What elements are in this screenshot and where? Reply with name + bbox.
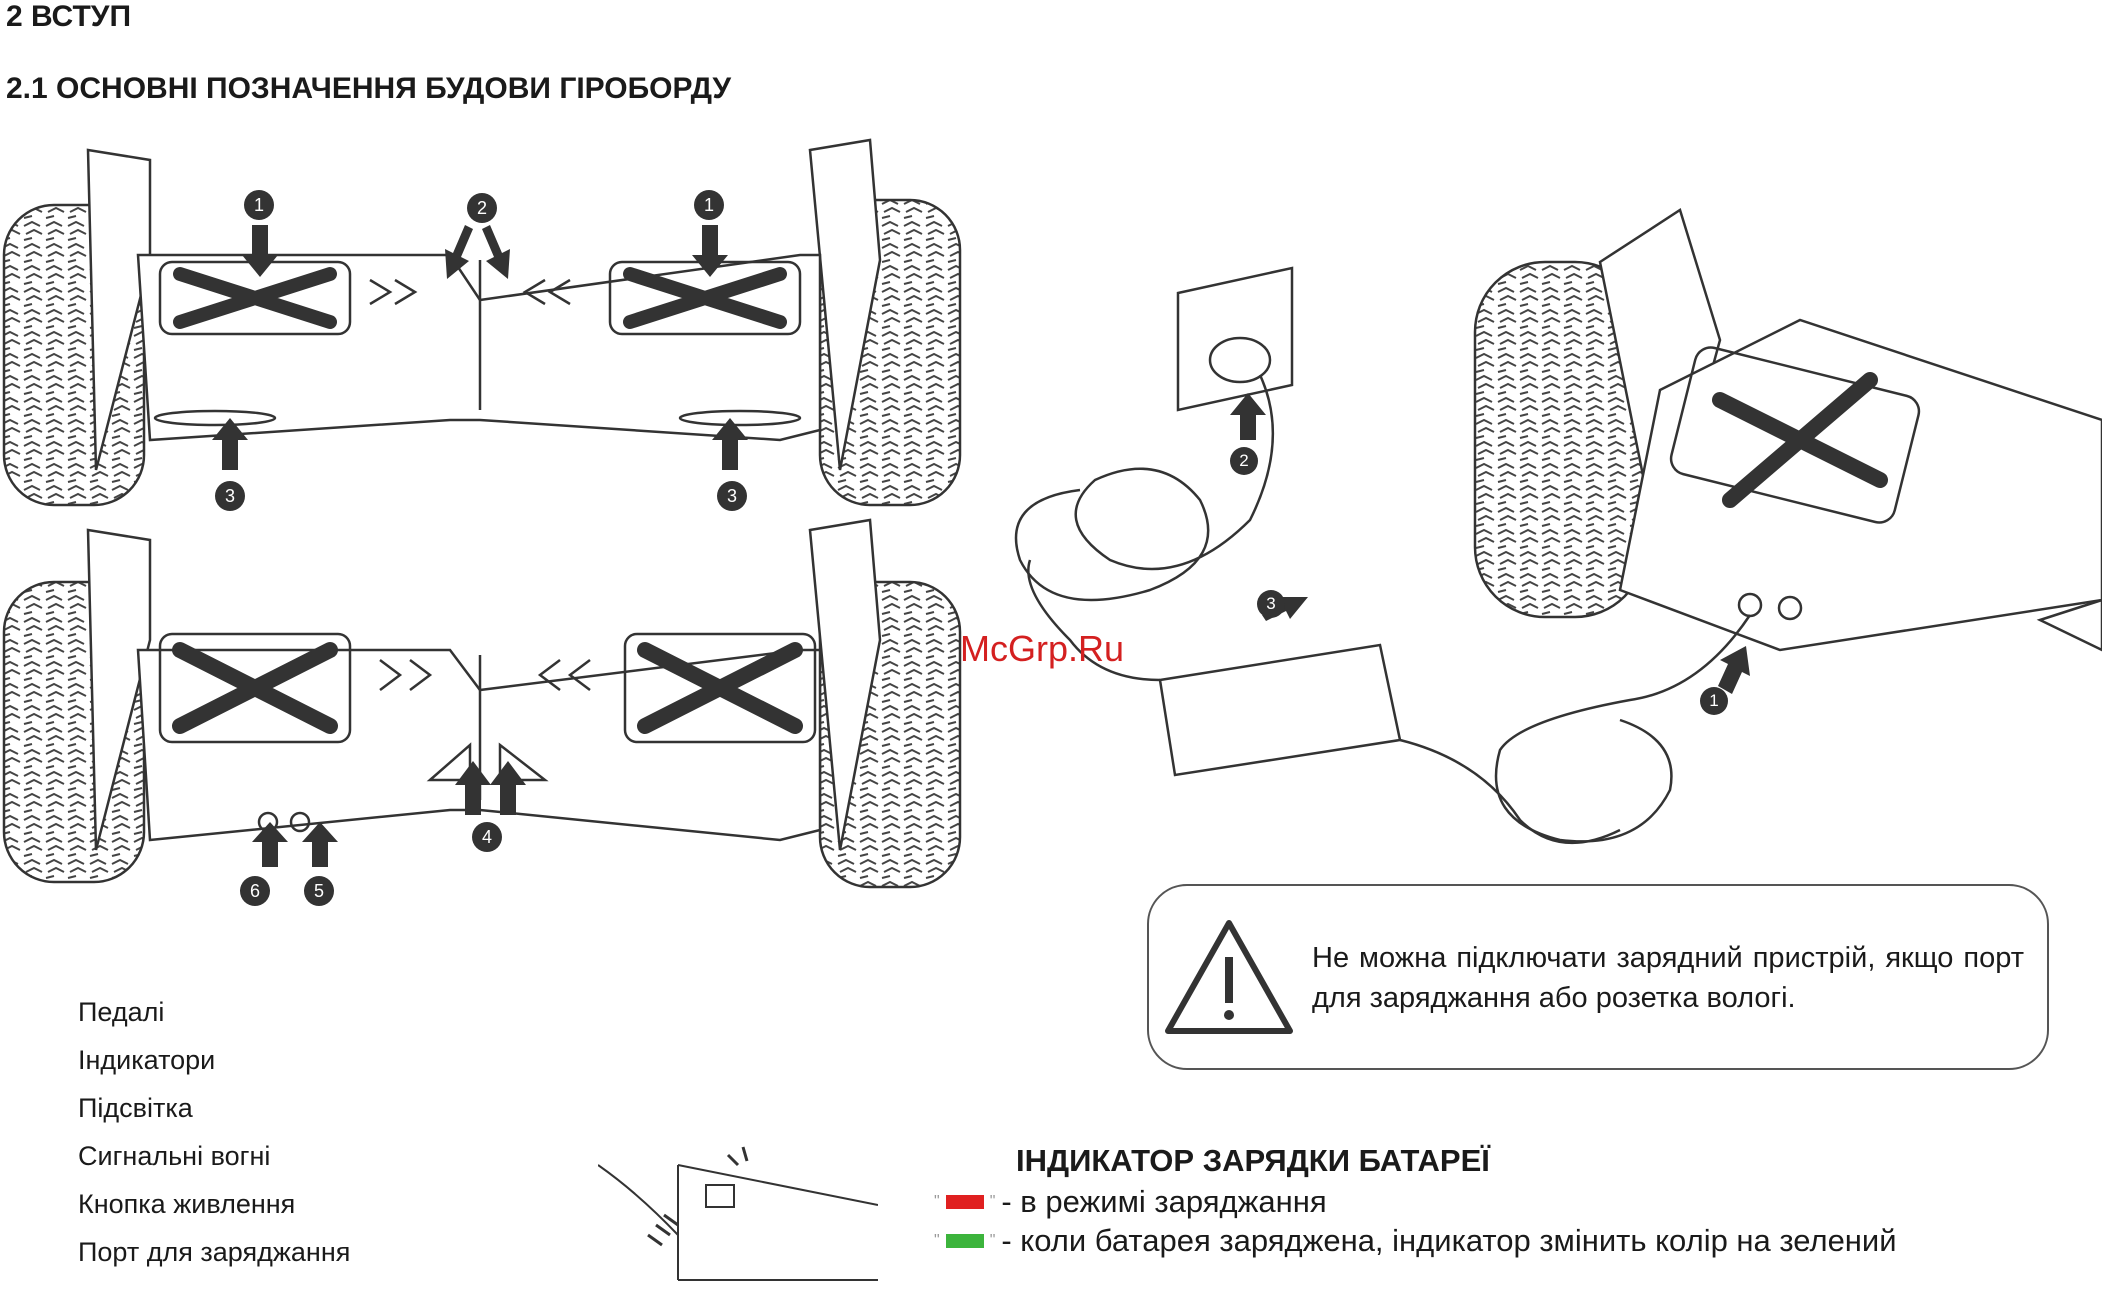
callout-3-right: 3 bbox=[717, 481, 747, 511]
indicator-title: ІНДИКАТОР ЗАРЯДКИ БАТАРЕЇ bbox=[1016, 1143, 1490, 1178]
callout-4: 4 bbox=[472, 822, 502, 852]
callout-2: 2 bbox=[467, 193, 497, 223]
warning-text: Не можна підключати зарядний пристрій, я… bbox=[1312, 942, 2024, 1014]
legend-item: Індикатори bbox=[78, 1045, 216, 1075]
section-heading: 2 ВСТУП bbox=[6, 0, 132, 33]
callout-charge-1: 1 bbox=[1700, 687, 1728, 715]
warning-icon bbox=[1165, 920, 1293, 1034]
green-indicator-swatch bbox=[945, 1234, 984, 1248]
legend-item: Порт для заряджання bbox=[78, 1237, 351, 1267]
red-indicator-swatch bbox=[945, 1195, 984, 1209]
hoverboard-perspective-view bbox=[1473, 208, 2102, 843]
callout-5: 5 bbox=[304, 876, 334, 906]
callout-1-right: 1 bbox=[694, 190, 724, 220]
legend-item: Підсвітка bbox=[78, 1093, 193, 1123]
indicator-text: - коли батарея заряджена, індикатор змін… bbox=[1001, 1223, 1897, 1258]
warning-box bbox=[1147, 884, 2049, 1070]
parts-legend: Педалі Індикатори Підсвітка Сигнальні во… bbox=[78, 988, 498, 1276]
indicator-text: - в режимі заряджання bbox=[1001, 1184, 1327, 1219]
charger-detail-illustration bbox=[598, 1146, 878, 1281]
legend-item: Педалі bbox=[78, 997, 165, 1027]
callout-6: 6 bbox=[240, 876, 270, 906]
legend-item: Кнопка живлення bbox=[78, 1189, 296, 1219]
callout-charge-2: 2 bbox=[1230, 447, 1258, 475]
legend-item: Сигнальні вогні bbox=[78, 1141, 271, 1171]
hoverboard-top-view bbox=[2, 138, 962, 507]
callout-charge-3: 3 bbox=[1257, 590, 1285, 618]
indicator-row-charging: " " - в режимі заряджання bbox=[934, 1184, 1327, 1219]
watermark: McGrp.Ru bbox=[960, 628, 1125, 669]
indicator-row-charged: " " - коли батарея заряджена, індикатор … bbox=[934, 1223, 1897, 1258]
pointer-arrows bbox=[212, 225, 1750, 867]
callout-3-left: 3 bbox=[215, 481, 245, 511]
hoverboard-bottom-view bbox=[2, 518, 962, 889]
subsection-heading: 2.1 ОСНОВНІ ПОЗНАЧЕННЯ БУДОВИ ГІРОБОРДУ bbox=[6, 72, 732, 105]
callout-1-left: 1 bbox=[244, 190, 274, 220]
charger-illustration bbox=[1014, 266, 1621, 845]
